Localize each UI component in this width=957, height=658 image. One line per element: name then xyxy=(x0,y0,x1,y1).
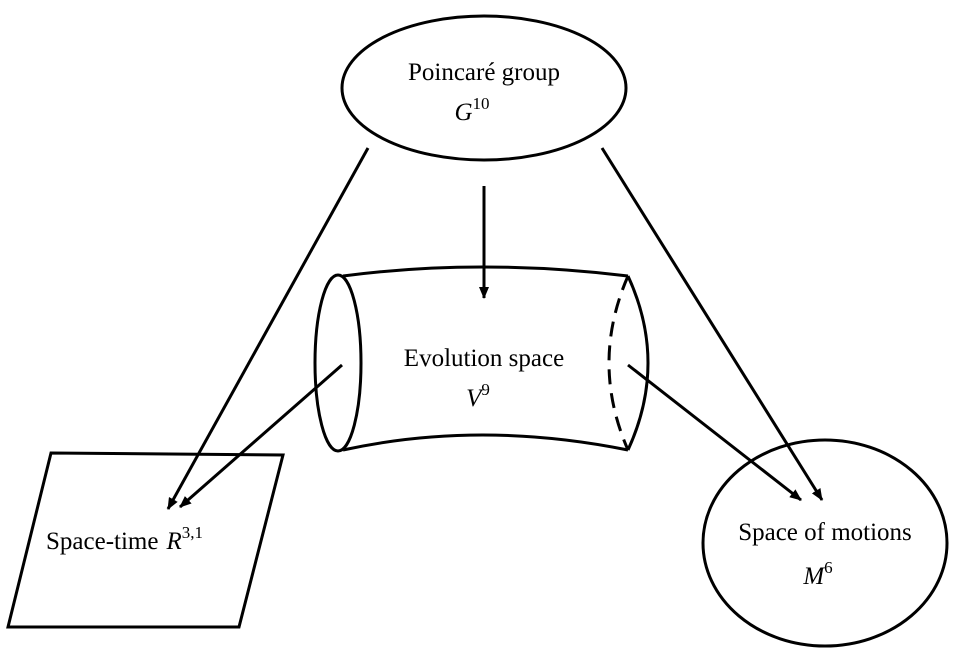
arrow-poincare-to-motions xyxy=(600,147,824,501)
space-time-symbol-letter: R xyxy=(165,528,181,555)
node-evolution-space: Evolution space V9 xyxy=(313,265,650,453)
poincare-ellipse xyxy=(340,14,628,162)
motions-circle xyxy=(701,438,949,648)
cylinder-right-end-back xyxy=(607,275,630,451)
evolution-symbol: V9 xyxy=(466,380,490,412)
space-time-parallelogram xyxy=(6,451,285,629)
poincare-symbol-letter: G xyxy=(454,99,472,126)
arrow-evolution-to-spacetime xyxy=(179,363,343,509)
motions-label: Space of motions xyxy=(738,519,912,546)
arrows xyxy=(166,147,824,510)
cylinder-right-end-front xyxy=(626,275,650,451)
motions-symbol: M6 xyxy=(802,558,832,590)
evolution-symbol-superscript: 9 xyxy=(481,380,490,399)
arrow-poincare-to-spacetime xyxy=(166,147,370,510)
node-space-time: Space-time R3,1 xyxy=(6,451,285,629)
motions-symbol-letter: M xyxy=(802,563,825,590)
poincare-symbol-superscript: 10 xyxy=(473,94,490,113)
space-time-label: Space-time xyxy=(46,528,158,555)
evolution-label: Evolution space xyxy=(404,345,564,372)
node-space-of-motions: Space of motions M6 xyxy=(701,438,949,648)
space-time-text: Space-time R3,1 xyxy=(46,523,203,555)
arrow-evolution-to-motions xyxy=(627,363,802,502)
cylinder-bottom-edge xyxy=(342,433,629,452)
poincare-label: Poincaré group xyxy=(408,59,560,86)
cylinder-left-end xyxy=(313,273,363,453)
space-time-symbol-superscript: 3,1 xyxy=(182,523,203,542)
evolution-symbol-letter: V xyxy=(466,385,484,412)
motions-symbol-superscript: 6 xyxy=(824,558,833,577)
node-poincare-group: Poincaré group G10 xyxy=(340,14,628,162)
poincare-symbol: G10 xyxy=(454,94,489,126)
